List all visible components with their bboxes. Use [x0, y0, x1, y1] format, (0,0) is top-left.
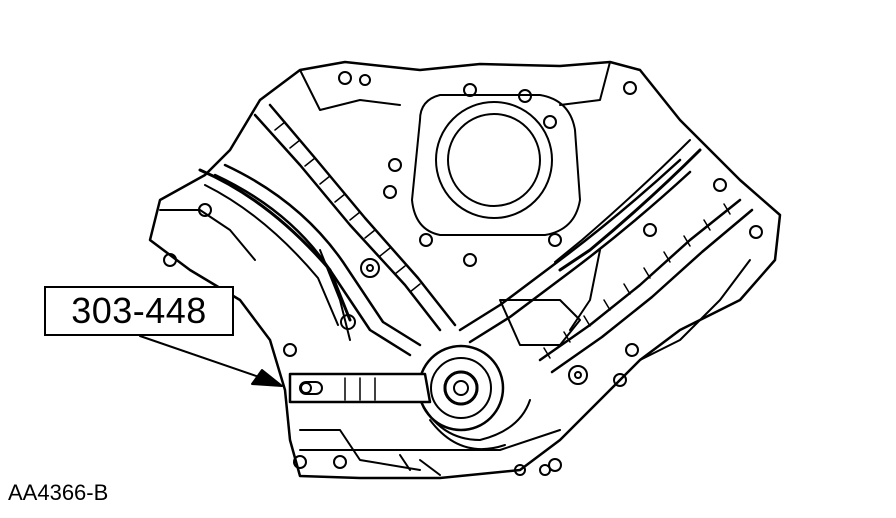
timing-chain-right [458, 158, 754, 374]
lower-block-details [399, 299, 581, 476]
crankshaft-holding-tool [288, 370, 479, 406]
chain-link-marks [274, 121, 731, 359]
figure-id: AA4366-B [8, 480, 109, 505]
engine-block-outline [148, 60, 782, 480]
water-pump-boss [411, 94, 581, 236]
tool-callout-label: 303-448 [44, 286, 234, 336]
right-chain-guide [360, 139, 702, 385]
bolt-bosses [163, 71, 763, 472]
callout-leader-arrow [139, 335, 283, 387]
